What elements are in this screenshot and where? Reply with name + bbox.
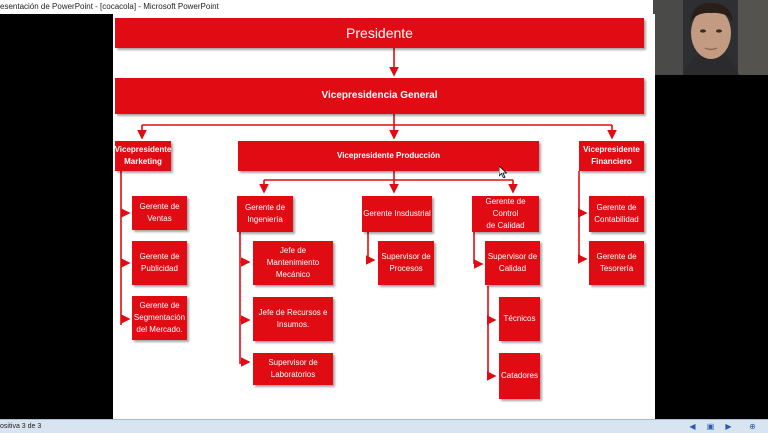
box-vp-general[interactable]: Vicepresidencia General (115, 78, 644, 114)
box-gerente-industrial[interactable]: Gerente Insdustrial (362, 196, 432, 232)
box-gerente-contabilidad[interactable]: Gerente de Contabilidad (589, 196, 644, 232)
box-jefe-recursos[interactable]: Jefe de Recursos e Insumos. (253, 297, 333, 341)
box-vp-marketing[interactable]: Vicepresidente Marketing (115, 141, 171, 171)
window-title: esentación de PowerPoint - [cocacola] - … (0, 2, 219, 11)
box-jefe-mantenimiento[interactable]: Jefe de Mantenimiento Mecánico (253, 241, 333, 285)
box-supervisor-calidad[interactable]: Supervisor de Calidad (485, 241, 540, 285)
box-catadores[interactable]: Catadores (499, 353, 540, 399)
box-presidente[interactable]: Presidente (115, 18, 644, 48)
slideshow-icon[interactable]: ▣ (706, 422, 715, 431)
mouse-cursor-icon (498, 165, 508, 179)
arrow-right-icon[interactable]: ▶ (725, 422, 732, 431)
box-gerente-publicidad[interactable]: Gerente de Publicidad (132, 241, 187, 285)
box-vp-financiero[interactable]: Vicepresidente Financiero (579, 141, 644, 171)
box-gerente-tesoreria[interactable]: Gerente de Tesorería (589, 241, 644, 285)
box-gerente-ventas[interactable]: Gerente de Ventas (132, 196, 187, 230)
webcam-overlay (653, 0, 768, 75)
zoom-icon[interactable]: ⊕ (749, 422, 756, 431)
slide-position-label: ositiva 3 de 3 (0, 423, 42, 430)
box-vp-produccion[interactable]: Vicepresidente Producción (238, 141, 539, 171)
box-gerente-control-calidad[interactable]: Gerente de Control de Calidad (472, 196, 539, 232)
status-bar: ositiva 3 de 3 ◀ ▣ ▶ ⊕ (0, 419, 768, 433)
box-gerente-ingenieria[interactable]: Gerente de Ingeniería (237, 196, 293, 232)
org-connectors (120, 48, 617, 381)
slide-canvas[interactable]: Presidente Vicepresidencia General Vicep… (113, 14, 655, 419)
window-titlebar: esentación de PowerPoint - [cocacola] - … (0, 0, 768, 14)
box-supervisor-laboratorios[interactable]: Supervisor de Laboratorios (253, 353, 333, 385)
box-gerente-segmentacion[interactable]: Gerente de Segmentación del Mercado. (132, 296, 187, 340)
arrow-left-icon[interactable]: ◀ (689, 422, 696, 431)
box-tecnicos[interactable]: Técnicos (499, 297, 540, 341)
box-supervisor-procesos[interactable]: Supervisor de Procesos (378, 241, 434, 285)
